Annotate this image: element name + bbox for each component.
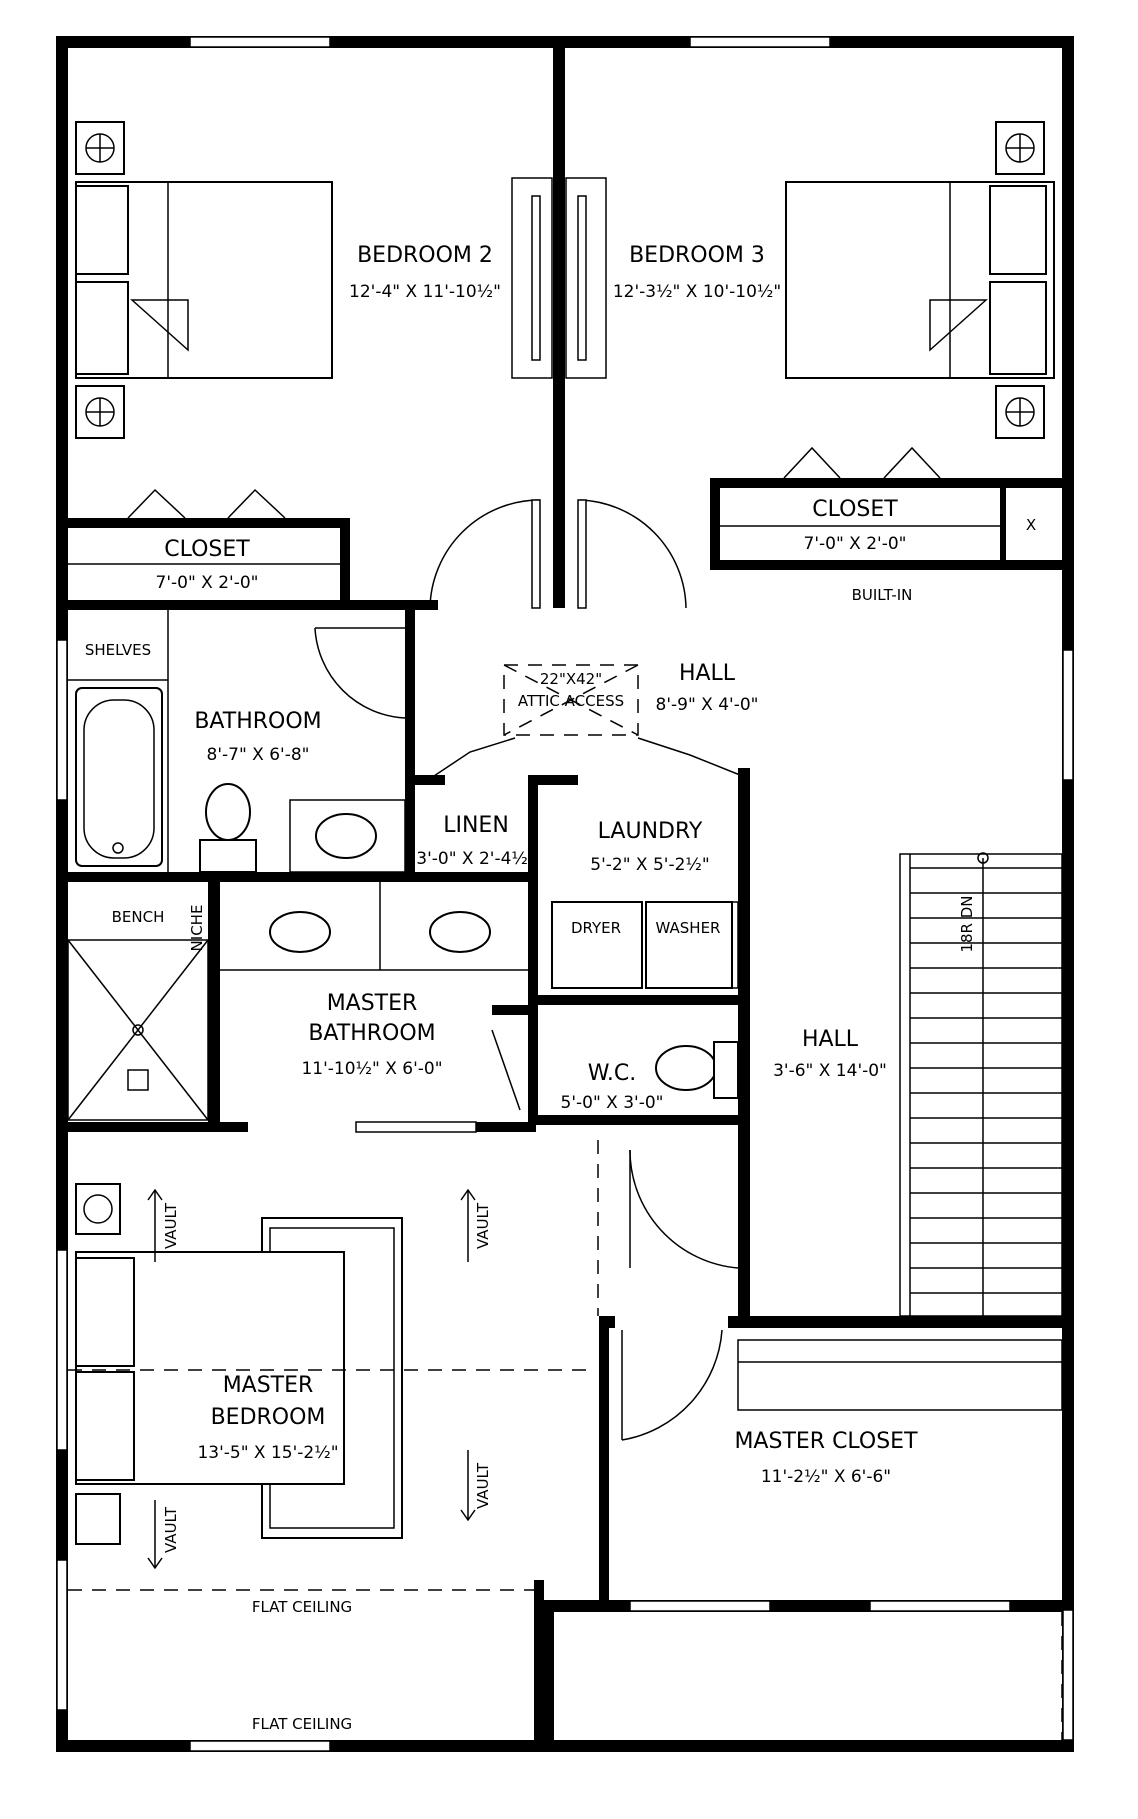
bedroom2-dims: 12'-4" X 11'-10½" (349, 282, 501, 302)
master-bath-fixtures (67, 882, 538, 1121)
linen-dims: 3'-0" X 2'-4½" (416, 849, 535, 869)
vault-label-3: VAULT (474, 1202, 492, 1249)
laundry-dims: 5'-2" X 5'-2½" (590, 855, 709, 875)
closet-right-name: CLOSET (812, 497, 898, 522)
master-bath-name-1: MASTER (327, 991, 418, 1016)
vault-arrows (147, 1188, 476, 1570)
hall-lower-dims: 3'-6" X 14'-0" (773, 1061, 887, 1081)
closet-left-dims: 7'-0" X 2'-0" (156, 573, 259, 593)
hall-upper-name: HALL (679, 661, 736, 686)
attic-access-box (503, 664, 639, 736)
vault-label-4: VAULT (474, 1462, 492, 1509)
wc-toilet (655, 1041, 739, 1099)
built-in-label: BUILT-IN (852, 586, 913, 604)
linen-name: LINEN (443, 813, 509, 838)
master-bed-name-2: BEDROOM (211, 1405, 326, 1430)
master-bed-name-1: MASTER (223, 1373, 314, 1398)
hall-upper-dims: 8'-9" X 4'-0" (656, 695, 759, 715)
shelves-label: SHELVES (85, 641, 151, 659)
bathroom-dims: 8'-7" X 6'-8" (207, 745, 310, 765)
bed-master (75, 1183, 403, 1545)
laundry-name: LAUNDRY (598, 819, 703, 844)
master-closet-dims: 11'-2½" X 6'-6" (761, 1467, 891, 1487)
flat-ceiling-label-1: FLAT CEILING (252, 1598, 352, 1616)
master-bath-name-2: BATHROOM (308, 1021, 435, 1046)
washer-label: WASHER (656, 919, 721, 937)
flat-ceiling-label-2: FLAT CEILING (252, 1715, 352, 1733)
windows (56, 36, 1074, 1752)
bedroom3-dims: 12'-3½" X 10'-10½" (613, 282, 781, 302)
bed-bedroom3 (785, 121, 1055, 439)
bedroom3-name: BEDROOM 3 (629, 243, 765, 268)
doors (314, 177, 741, 1441)
attic-access-label: ATTIC ACCESS (518, 692, 624, 710)
attic-size-label: 22"X42" (540, 670, 602, 688)
ceiling-lines (68, 1140, 1063, 1740)
closet-right-dims: 7'-0" X 2'-0" (804, 534, 907, 554)
stairs (899, 852, 1063, 1317)
closet-x-label: X (1026, 516, 1036, 534)
closet-left-name: CLOSET (164, 537, 250, 562)
room-labels: BEDROOM 2 12'-4" X 11'-10½" BEDROOM 3 12… (85, 243, 1036, 1733)
master-bath-dims: 11'-10½" X 6'-0" (301, 1059, 442, 1079)
laundry-appliances (551, 901, 739, 989)
hall-lower-name: HALL (802, 1027, 859, 1052)
bathroom-name: BATHROOM (194, 709, 321, 734)
master-bed-dims: 13'-5" X 15'-2½" (197, 1443, 338, 1463)
dryer-label: DRYER (571, 919, 621, 937)
niche-label: NICHE (188, 905, 206, 952)
wc-dims: 5'-0" X 3'-0" (561, 1093, 664, 1113)
bathroom-fixtures (68, 610, 406, 873)
master-closet-name: MASTER CLOSET (734, 1429, 918, 1454)
wc-name: W.C. (588, 1061, 637, 1086)
interior-walls (68, 48, 1062, 1746)
vault-label-1: VAULT (162, 1202, 180, 1249)
closet-bifold-marks (68, 446, 1000, 565)
vault-label-2: VAULT (162, 1506, 180, 1553)
bench-label: BENCH (112, 908, 165, 926)
stairs-label: 18R DN (958, 895, 976, 952)
bedroom2-name: BEDROOM 2 (357, 243, 493, 268)
master-closet-shelf (737, 1339, 1063, 1411)
bed-bedroom2 (75, 121, 333, 439)
